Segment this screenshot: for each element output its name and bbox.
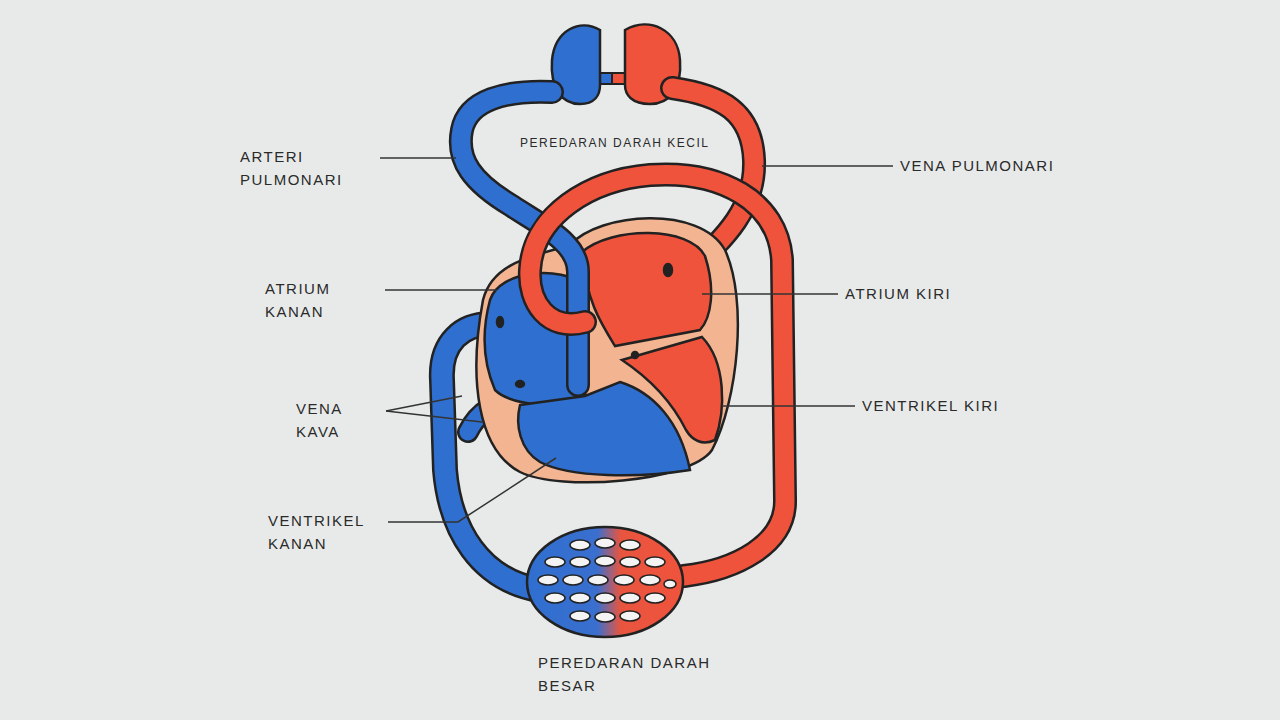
aorta-vessel [530,174,785,576]
part-label: PEREDARAN DARAH KECIL [520,134,710,152]
part-label: PEREDARAN DARAH BESAR [538,652,738,697]
part-label: ARTERI PULMONARI [240,146,375,191]
leader-lines [380,158,893,522]
arteri-pulmonari-vessel [461,92,578,385]
part-label: ATRIUM KANAN [265,278,375,323]
part-label: ATRIUM KIRI [845,283,951,306]
part-label: VENTRIKEL KIRI [862,395,999,418]
heart [476,218,737,482]
part-label: VENA PULMONARI [900,155,1054,178]
capillary-bed [527,527,683,637]
part-label: VENA KAVA [296,398,376,443]
part-label: VENTRIKEL KANAN [268,510,398,555]
